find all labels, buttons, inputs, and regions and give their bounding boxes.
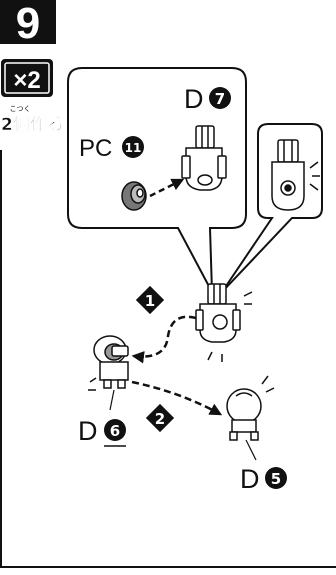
part-d7-letter: D	[184, 84, 204, 114]
callout-step-1-number: 1	[145, 292, 155, 310]
part-d5-label: D 5	[240, 464, 287, 494]
part-d5-click-marks	[262, 376, 274, 392]
callout-step-2: 2	[146, 404, 174, 432]
arrow-step-2	[132, 382, 220, 414]
make-two-label: 2個作る	[1, 114, 64, 135]
ruby-text: こつく	[10, 105, 31, 113]
callout-step-1: 1	[136, 286, 164, 314]
part-pc11-shape	[122, 182, 146, 210]
step-number: 9	[16, 0, 40, 48]
part-pc11-letters: PC	[79, 135, 112, 162]
assembled-joint	[196, 284, 240, 342]
part-d6-leader	[110, 390, 114, 410]
part-d5-shape	[227, 389, 261, 440]
part-d5-number: 5	[271, 470, 281, 488]
part-d5-letter: D	[240, 464, 260, 494]
callout-step-2-number: 2	[155, 410, 165, 428]
part-pc11-number: 11	[125, 141, 142, 155]
part-d6-label: D 6	[78, 416, 126, 446]
part-d6-click-marks	[88, 378, 96, 390]
part-d5-leader	[246, 440, 256, 460]
part-d6-letter: D	[78, 416, 98, 446]
step-header: 9 ×2 こつく 2個作る	[0, 0, 64, 135]
arrow-step-1	[134, 317, 196, 357]
part-d6-number: 6	[110, 422, 120, 440]
part-d7-number: 7	[215, 90, 225, 108]
part-d6-shape	[94, 336, 128, 388]
multiplier-label: ×2	[13, 67, 40, 94]
